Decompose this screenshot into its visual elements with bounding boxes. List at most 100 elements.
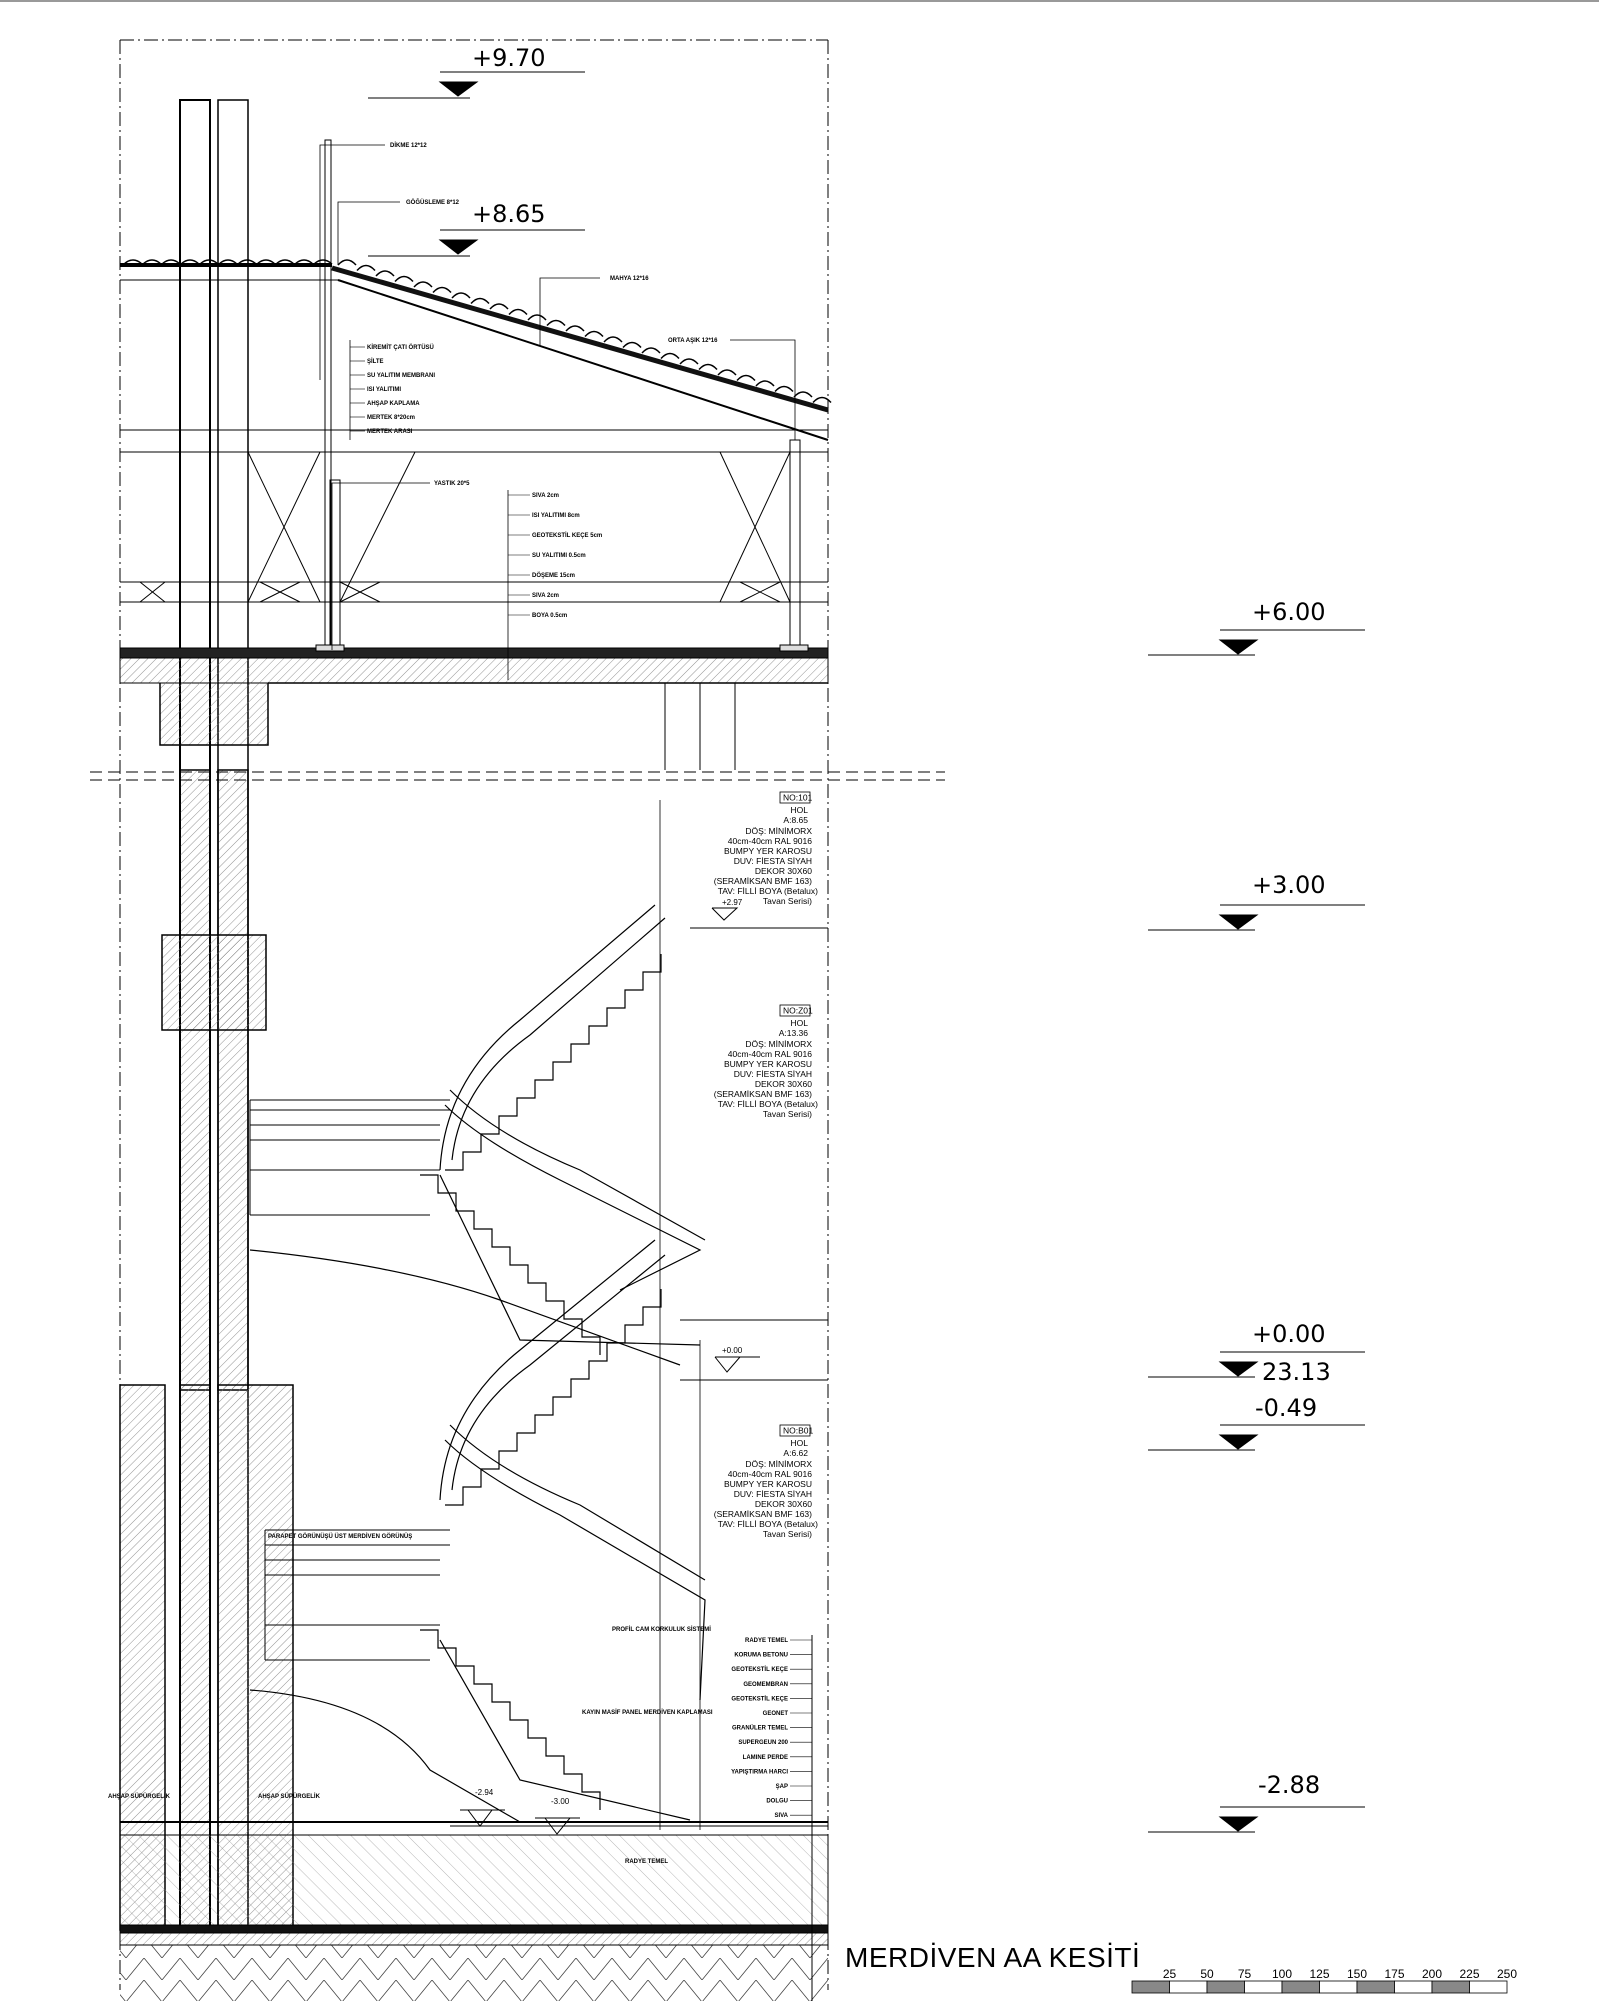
roof-tile [698,363,718,371]
landing-level-label: +0.00 [722,1346,743,1355]
roof-tile [565,325,585,332]
stair-stringer [439,904,656,1171]
level-labels: +6.00 +3.00 +0.00 23.13 -0.49 -2.88 +9.7… [472,44,1331,1799]
roof-layer-label: MERTEK ARASI [367,429,413,435]
foundation-layer-label: GEOTEKSTİL KEÇE [731,1695,788,1702]
roof-tile [142,259,162,265]
roof-tile [123,259,143,265]
room-area: A:6.62 [783,1448,808,1458]
scale-tick: 250 [1497,1967,1517,1981]
room-finish-line: DUV: FİESTA SİYAH [734,1489,812,1499]
roof-tile [812,396,832,404]
roof-tile [508,308,528,316]
room-finish-line: (SERAMİKSAN BMF 163) [714,1089,812,1099]
roof-tile [470,297,490,305]
roof-tile [660,352,680,360]
stair-stringer [439,1174,701,1346]
foundation-layer-label: KORUMA BETONU [734,1653,788,1659]
dimension-line [659,800,701,1830]
slab-layer-label: GEOTEKSTİL KEÇE 5cm [532,532,602,539]
stair-stringer [249,1689,521,1823]
roof-tile [622,341,642,349]
scale-segment [1244,1980,1283,1994]
level-8-65: +8.65 [472,200,546,228]
roof-tile [313,259,333,265]
scale-segment [1469,1980,1508,1994]
level-triangle [1218,1816,1259,1832]
notes: PARAPET GÖRÜNÜŞÜ ÜST MERDİVEN GÖRÜNÜŞ PR… [108,1533,713,1865]
stair-stringer [449,1089,706,1241]
wall-left-note: AHŞAP SÜPÜRGELİK [108,1793,171,1800]
roof-tile [180,259,200,265]
roof-tile [199,259,219,265]
foundation-layer-label: GRANÜLER TEMEL [732,1725,788,1732]
landing-level-2-label: +2.97 [722,898,743,907]
foundation-layer-label: DOLGU [766,1799,788,1805]
roof-layer-label: ŞİLTE [367,358,384,365]
landing-markers [690,907,760,1373]
base-note: RADYE TEMEL [625,1859,668,1865]
stair-stringer [439,1639,691,1821]
scale-tick: 225 [1459,1967,1479,1981]
foundation-layer-label: SUPERGEUN 200 [738,1740,788,1746]
roof-tile [546,319,566,327]
yastik-label: YASTIK 20*5 [434,481,470,487]
roof-layer-label: KİREMİT ÇATI ÖRTÜSÜ [367,344,434,351]
roof-tile [337,259,357,266]
wall-right-note: AHŞAP SÜPÜRGELİK [258,1793,321,1800]
roof-tile [451,292,471,299]
room-finish-line: DÖŞ: MİNİMORX [745,1459,812,1469]
level-3-00: +3.00 [1252,871,1326,899]
level-triangle [438,239,479,255]
roof-tiles [123,259,832,404]
room-finish-line: DÖŞ: MİNİMORX [745,826,812,836]
level-minus-2-88: -2.88 [1258,1771,1320,1799]
room-finish-line: TAV: FİLLİ BOYA (Betalux) [718,1519,818,1529]
basement-level-1: -2.94 [475,1788,494,1797]
room-finish-line: DEKOR 30X60 [755,1499,812,1509]
level-minus-0-49: -0.49 [1255,1394,1317,1422]
scale-tick: 150 [1347,1967,1367,1981]
roof-tile [679,358,699,365]
scale-segment [1206,1980,1245,1994]
roof-tile [641,347,661,354]
level-triangle [1218,914,1259,930]
scale-segment [1356,1980,1395,1994]
slab-layer-label: SIVA 2cm [532,593,559,599]
room-finish-line: BUMPY YER KAROSU [724,1479,812,1489]
level-triangle [1218,1361,1259,1377]
stair-stringer [439,1239,656,1501]
roof-tile [413,281,433,288]
level-23-13: 23.13 [1262,1358,1331,1386]
roof-tile [584,330,604,338]
room-finish-line: 40cm-40cm RAL 9016 [728,836,813,846]
stair-stringer [451,1254,666,1491]
scale-segment [1281,1980,1320,1994]
roof-layer-label: AHŞAP KAPLAMA [367,401,420,407]
stair-flight [445,1289,662,1506]
roof-tile [432,286,452,294]
slab-layer-label: ISI YALITIMI 8cm [532,513,580,519]
room-no-box [779,791,811,804]
roof-tile [527,314,547,321]
gogusleme-label: GÖĞÜSLEME 8*12 [406,198,460,206]
room-finish-line: DUV: FİESTA SİYAH [734,856,812,866]
roof-layer-label: SU YALITIM MEMBRANI [367,373,435,379]
panel-note: KAYIN MASİF PANEL MERDİVEN KAPLAMASI [582,1709,713,1716]
scale-segment [1319,1980,1358,1994]
level-0-00: +0.00 [1252,1320,1326,1348]
roof-annotation-labels: DİKME 12*12 GÖĞÜSLEME 8*12 MAHYA 12*16 O… [350,142,718,619]
room-finish-line: DEKOR 30X60 [755,866,812,876]
roof-tile [275,259,295,265]
room-no-box [779,1004,811,1017]
roof-tile [736,374,756,382]
level-triangle [438,81,479,97]
roof-tile [394,275,414,283]
foundation-layer-label: GEOMEMBRAN [743,1682,788,1688]
scale-tick: 100 [1272,1967,1292,1981]
